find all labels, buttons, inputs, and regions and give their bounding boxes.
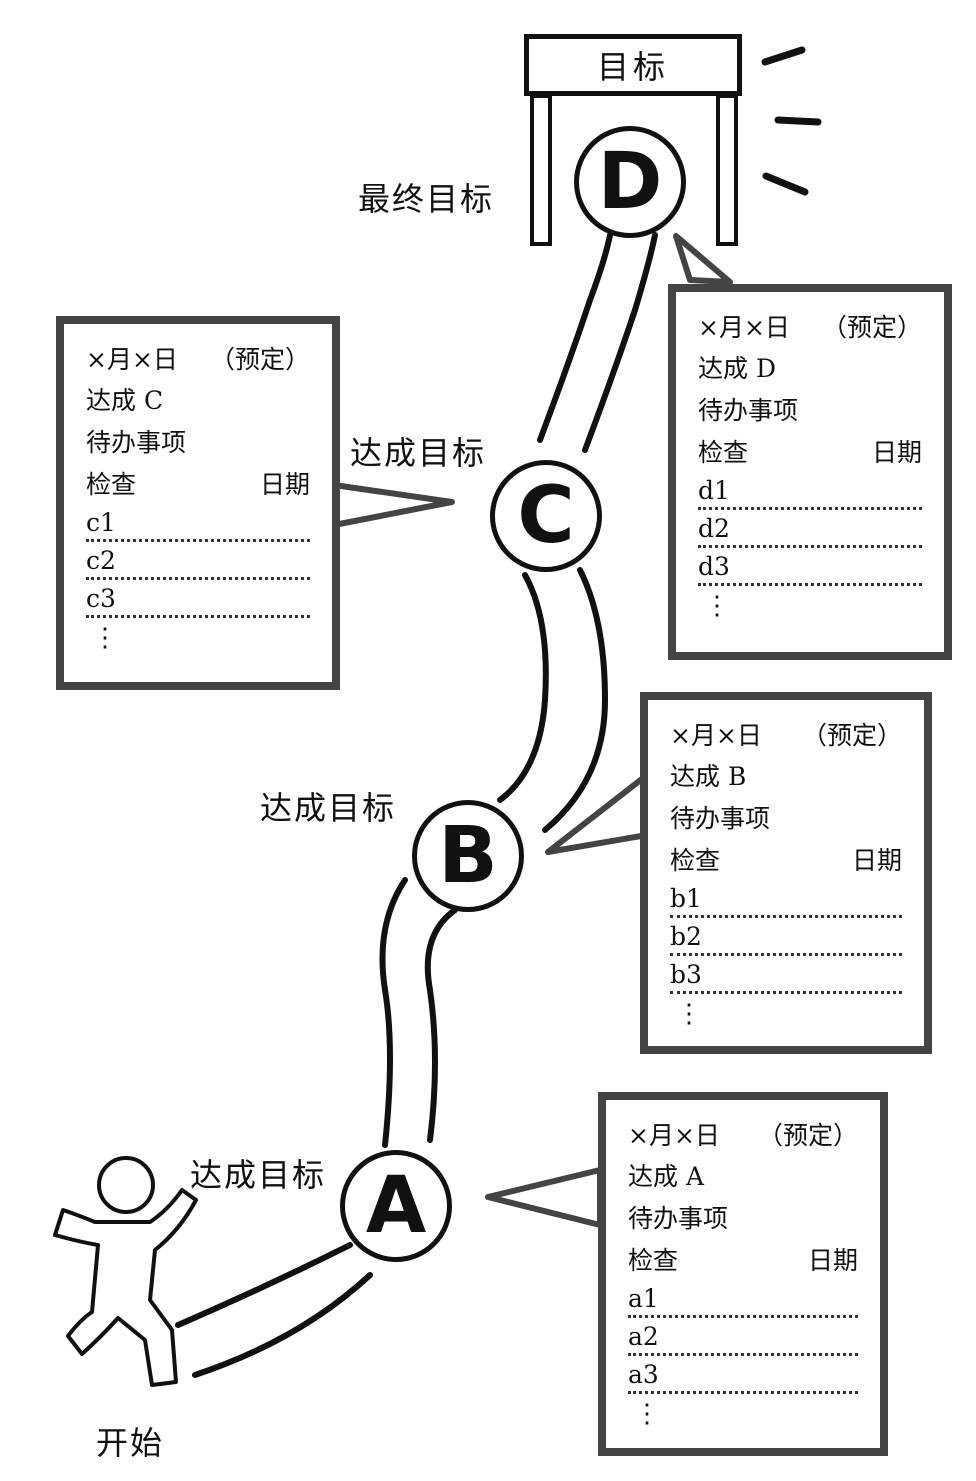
card-date-header: 日期	[851, 846, 902, 875]
milestone-card-b: ×月×日 （预定） 达成 B 待办事项 检查 日期 b1 b2 b3 ⋮	[640, 692, 932, 1054]
milestone-card-a: ×月×日 （预定） 达成 A 待办事项 检查 日期 a1 a2 a3 ⋮	[598, 1092, 888, 1456]
card-planned: （预定）	[801, 721, 902, 750]
road-edge	[582, 232, 658, 453]
card-todo: 待办事项	[670, 804, 771, 833]
milestone-node-a: A	[340, 1150, 452, 1262]
milestone-label-a: 达成目标	[190, 1156, 327, 1194]
goal-post-left	[530, 94, 552, 246]
milestone-node-d: D	[574, 126, 686, 238]
checklist-item: c1	[86, 504, 310, 542]
checklist-item: b3	[670, 956, 902, 994]
card-planned: （预定）	[757, 1121, 858, 1150]
goal-sign: 目标	[524, 34, 742, 96]
goal-sign-text: 目标	[596, 48, 669, 86]
card-date: ×月×日	[670, 721, 762, 750]
goal-post-right	[716, 94, 738, 246]
callout-tail-a	[485, 1167, 603, 1228]
card-check-header: 检查	[628, 1246, 679, 1275]
card-achieve: 达成 B	[670, 762, 747, 791]
more-ellipsis: ⋮	[92, 623, 118, 653]
more-ellipsis: ⋮	[634, 1399, 660, 1429]
card-date-header: 日期	[259, 470, 310, 499]
milestone-node-c: C	[490, 460, 602, 572]
road-edge	[424, 907, 458, 1143]
card-date: ×月×日	[698, 313, 790, 342]
milestone-label-c: 达成目标	[350, 434, 487, 472]
more-ellipsis: ⋮	[676, 999, 702, 1029]
shine-line	[761, 46, 806, 66]
checklist-item: c2	[86, 542, 310, 580]
card-todo: 待办事项	[628, 1204, 729, 1233]
card-date: ×月×日	[628, 1121, 720, 1150]
card-achieve: 达成 C	[86, 386, 164, 415]
milestone-card-d: ×月×日 （预定） 达成 D 待办事项 检查 日期 d1 d2 d3 ⋮	[668, 284, 952, 660]
road-edge	[497, 572, 549, 803]
card-date-header: 日期	[807, 1246, 858, 1275]
checklist-item: d3	[698, 548, 922, 586]
road-edge	[192, 1272, 373, 1378]
card-check-header: 检查	[698, 438, 749, 467]
checklist-item: a1	[628, 1280, 858, 1318]
road-edge	[379, 877, 408, 1148]
runner-figure	[53, 1156, 198, 1387]
card-check-header: 检查	[670, 846, 721, 875]
final-goal-label: 最终目标	[358, 180, 495, 218]
card-todo: 待办事项	[86, 428, 187, 457]
card-achieve: 达成 A	[628, 1162, 705, 1191]
road-edge	[175, 1242, 353, 1328]
shine-line	[774, 116, 822, 126]
checklist-item: c3	[86, 580, 310, 618]
road-edge	[537, 232, 613, 443]
milestone-node-b: B	[412, 800, 524, 912]
callout-tail-c	[331, 482, 455, 528]
checklist-item: d1	[698, 472, 922, 510]
road-edge	[542, 567, 609, 833]
card-planned: （预定）	[821, 313, 922, 342]
card-date: ×月×日	[86, 345, 178, 374]
card-achieve: 达成 D	[698, 354, 776, 383]
checklist-item: b2	[670, 918, 902, 956]
checklist-item: d2	[698, 510, 922, 548]
checklist-item: a2	[628, 1318, 858, 1356]
milestone-label-b: 达成目标	[260, 789, 397, 827]
start-label: 开始	[96, 1424, 165, 1462]
callout-tail-d	[673, 233, 733, 285]
milestone-card-c: ×月×日 （预定） 达成 C 待办事项 检查 日期 c1 c2 c3 ⋮	[56, 316, 340, 690]
card-todo: 待办事项	[698, 396, 799, 425]
card-date-header: 日期	[871, 438, 922, 467]
checklist-item: a3	[628, 1356, 858, 1394]
shine-line	[762, 172, 809, 196]
more-ellipsis: ⋮	[704, 591, 730, 621]
card-planned: （预定）	[209, 345, 310, 374]
card-check-header: 检查	[86, 470, 137, 499]
checklist-item: b1	[670, 880, 902, 918]
